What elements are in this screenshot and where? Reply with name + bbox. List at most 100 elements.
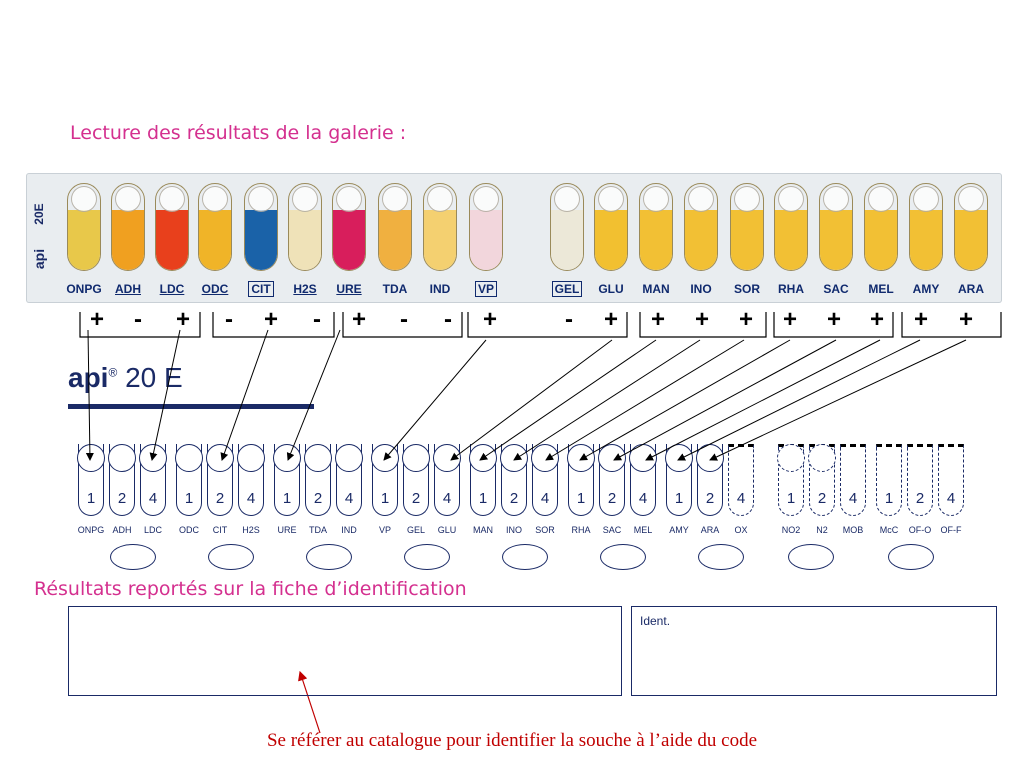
tube-liquid — [333, 210, 365, 270]
tube-cupule — [688, 186, 714, 212]
well-label: ONPG — [77, 525, 105, 535]
sheet-well-adh — [109, 444, 135, 516]
well-weight: 2 — [313, 490, 323, 507]
result-brackets — [79, 312, 1002, 338]
well-label: AMY — [669, 525, 689, 535]
well-label: SAC — [602, 525, 622, 535]
footer-note: Se référer au catalogue pour identifier … — [266, 730, 758, 751]
strip-label: TDA — [374, 282, 416, 296]
strip-label: AMY — [905, 282, 947, 296]
strip-label: H2S — [284, 282, 326, 296]
result-sign: + — [958, 306, 973, 333]
result-sign: + — [826, 306, 841, 333]
strip-label-text: AMY — [912, 282, 940, 296]
tube-vp — [469, 183, 503, 271]
strip-label-text: GLU — [598, 282, 624, 296]
result-bracket — [773, 312, 894, 338]
group-code-oval[interactable] — [502, 544, 548, 570]
well-cupule[interactable] — [500, 444, 528, 472]
code-entry-box[interactable] — [68, 606, 622, 696]
tube-man — [639, 183, 673, 271]
well-weight: 2 — [117, 490, 127, 507]
well-label: VP — [378, 525, 391, 535]
strip-label: CIT — [240, 281, 282, 297]
well-cupule[interactable] — [335, 444, 363, 472]
sheet-well-odc — [176, 444, 202, 516]
well-cupule[interactable] — [175, 444, 203, 472]
result-sign: + — [694, 306, 709, 333]
tube-cupule — [382, 186, 408, 212]
tube-cupule — [427, 186, 453, 212]
sheet-well-ino — [501, 444, 527, 516]
result-arrow — [513, 339, 701, 461]
well-cupule[interactable] — [665, 444, 693, 472]
group-code-oval[interactable] — [404, 544, 450, 570]
group-code-oval[interactable] — [600, 544, 646, 570]
sheet-well-vp — [372, 444, 398, 516]
well-cupule[interactable] — [237, 444, 265, 472]
extra-code-oval[interactable] — [888, 544, 934, 570]
well-cupule[interactable] — [304, 444, 332, 472]
reading-heading: Lecture des résultats de la galerie : — [70, 122, 407, 144]
strip-label-text: ONPG — [66, 282, 102, 296]
well-cupule[interactable] — [531, 444, 559, 472]
well-label: LDC — [143, 525, 162, 535]
result-arrow — [286, 329, 341, 461]
group-code-oval[interactable] — [306, 544, 352, 570]
tube-liquid — [731, 210, 763, 270]
well-weight: 2 — [915, 490, 925, 507]
result-arrow — [383, 339, 487, 461]
well-cupule[interactable] — [402, 444, 430, 472]
strip-label-text: ODC — [201, 282, 229, 296]
sheet-well-rha — [568, 444, 594, 516]
tube-liquid — [68, 210, 100, 270]
strip-label: ADH — [107, 282, 149, 296]
result-sign: - — [225, 306, 233, 333]
tube-cupule — [958, 186, 984, 212]
result-sign: + — [482, 306, 497, 333]
tube-ldc — [155, 183, 189, 271]
sheet-well-sac — [599, 444, 625, 516]
strip-label: ONPG — [63, 282, 105, 296]
well-weight: 2 — [509, 490, 519, 507]
well-weight: 1 — [380, 490, 390, 507]
tube-liquid — [551, 210, 583, 270]
extra-well-cupule[interactable] — [808, 444, 836, 472]
extra-well-cupule[interactable] — [777, 444, 805, 472]
well-label: OX — [734, 525, 748, 535]
strip-label: VP — [465, 281, 507, 297]
group-code-oval[interactable] — [110, 544, 156, 570]
well-label: IND — [341, 525, 357, 535]
sheet-extra-well — [907, 444, 933, 516]
strip-label-text: ARA — [958, 282, 984, 296]
result-sign: + — [650, 306, 665, 333]
strip-label-text: H2S — [293, 282, 317, 296]
result-arrow — [677, 339, 921, 461]
result-bracket — [467, 312, 628, 338]
well-cupule[interactable] — [206, 444, 234, 472]
group-code-oval[interactable] — [208, 544, 254, 570]
well-label: RHA — [571, 525, 591, 535]
well-cupule[interactable] — [108, 444, 136, 472]
tube-gel — [550, 183, 584, 271]
result-arrow — [709, 339, 967, 461]
strip-label-text: MEL — [868, 282, 894, 296]
tube-cupule — [868, 186, 894, 212]
result-sign: - — [313, 306, 321, 333]
sheet-well-h2s — [238, 444, 264, 516]
strip-label: MEL — [860, 282, 902, 296]
group-code-oval[interactable] — [698, 544, 744, 570]
logo-underline — [68, 404, 314, 409]
tube-cupule — [202, 186, 228, 212]
extra-code-oval[interactable] — [788, 544, 834, 570]
result-sign: + — [351, 306, 366, 333]
ident-box[interactable] — [631, 606, 997, 696]
well-weight: 4 — [442, 490, 452, 507]
sheet-well-ind — [336, 444, 362, 516]
strip-label: INO — [680, 282, 722, 296]
tube-cupule — [913, 186, 939, 212]
strip-label: ODC — [194, 282, 236, 296]
strip-label: SAC — [815, 282, 857, 296]
strip-label: GEL — [546, 281, 588, 297]
